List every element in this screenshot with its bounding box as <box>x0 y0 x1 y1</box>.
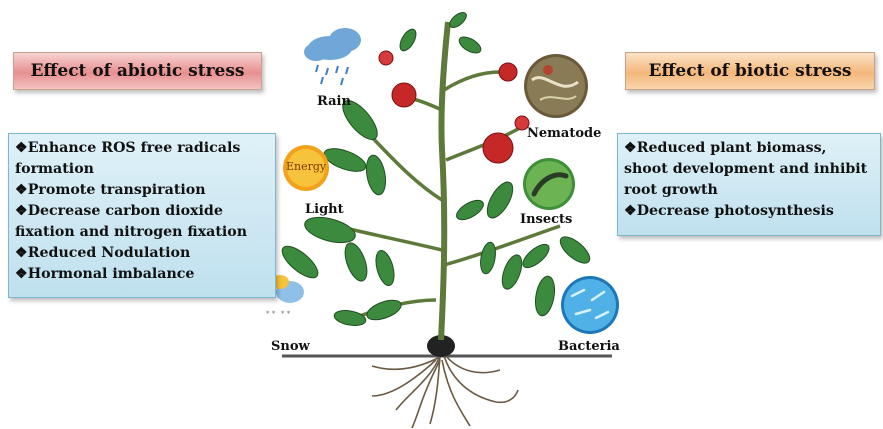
rain-label: Rain <box>317 94 351 109</box>
bacteria-image <box>561 276 619 334</box>
biotic-effects-box: ❖Reduced plant biomass, shoot developmen… <box>617 133 881 236</box>
biotic-stress-header: Effect of biotic stress <box>625 52 875 90</box>
main-stem <box>441 22 448 340</box>
rain-cloud-icon <box>304 28 361 85</box>
biotic-effect-item: ❖Decrease photosynthesis <box>624 201 874 222</box>
insects-label: Insects <box>520 212 572 227</box>
svg-text:* *: * * <box>266 310 276 318</box>
fruits <box>379 51 529 163</box>
energy-label: Energy <box>286 160 326 173</box>
nematode-image <box>524 54 588 118</box>
abiotic-stress-header: Effect of abiotic stress <box>13 52 262 90</box>
abiotic-effect-item: ❖Hormonal imbalance <box>15 264 269 285</box>
roots <box>372 356 518 428</box>
bacteria-label: Bacteria <box>558 339 620 354</box>
nematode-label: Nematode <box>527 126 601 141</box>
abiotic-effect-item: ❖Enhance ROS free radicals formation <box>15 138 269 180</box>
svg-text:* *: * * <box>281 310 291 318</box>
abiotic-effect-item: ❖Reduced Nodulation <box>15 243 269 264</box>
light-label: Light <box>305 202 344 217</box>
snow-label: Snow <box>271 339 310 354</box>
abiotic-effect-item: ❖Decrease carbon dioxide fixation and ni… <box>15 201 269 243</box>
abiotic-effect-item: ❖Promote transpiration <box>15 180 269 201</box>
insect-image <box>523 158 575 210</box>
biotic-effect-item: ❖Reduced plant biomass, shoot developmen… <box>624 138 874 201</box>
abiotic-effects-box: ❖Enhance ROS free radicals formation ❖Pr… <box>8 133 276 298</box>
